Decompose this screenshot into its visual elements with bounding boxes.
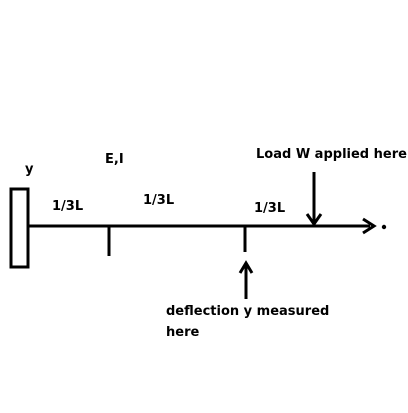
deflection-label-line1: deflection y measured bbox=[166, 304, 330, 319]
fixed-support bbox=[9, 187, 30, 269]
load-arrowhead bbox=[305, 213, 323, 227]
deflection-label-line2: here bbox=[166, 325, 200, 340]
y-label: y bbox=[25, 162, 34, 177]
beam-end-arrowhead bbox=[362, 217, 377, 235]
beam-end-dot bbox=[381, 224, 387, 230]
segment-3-label: 1/3L bbox=[254, 201, 286, 216]
deflection-arrowhead bbox=[238, 260, 254, 274]
material-label: E,I bbox=[105, 152, 124, 167]
segment-2-label: 1/3L bbox=[143, 193, 175, 208]
load-label: Load W applied here bbox=[256, 147, 407, 162]
segment-1-label: 1/3L bbox=[52, 199, 84, 214]
